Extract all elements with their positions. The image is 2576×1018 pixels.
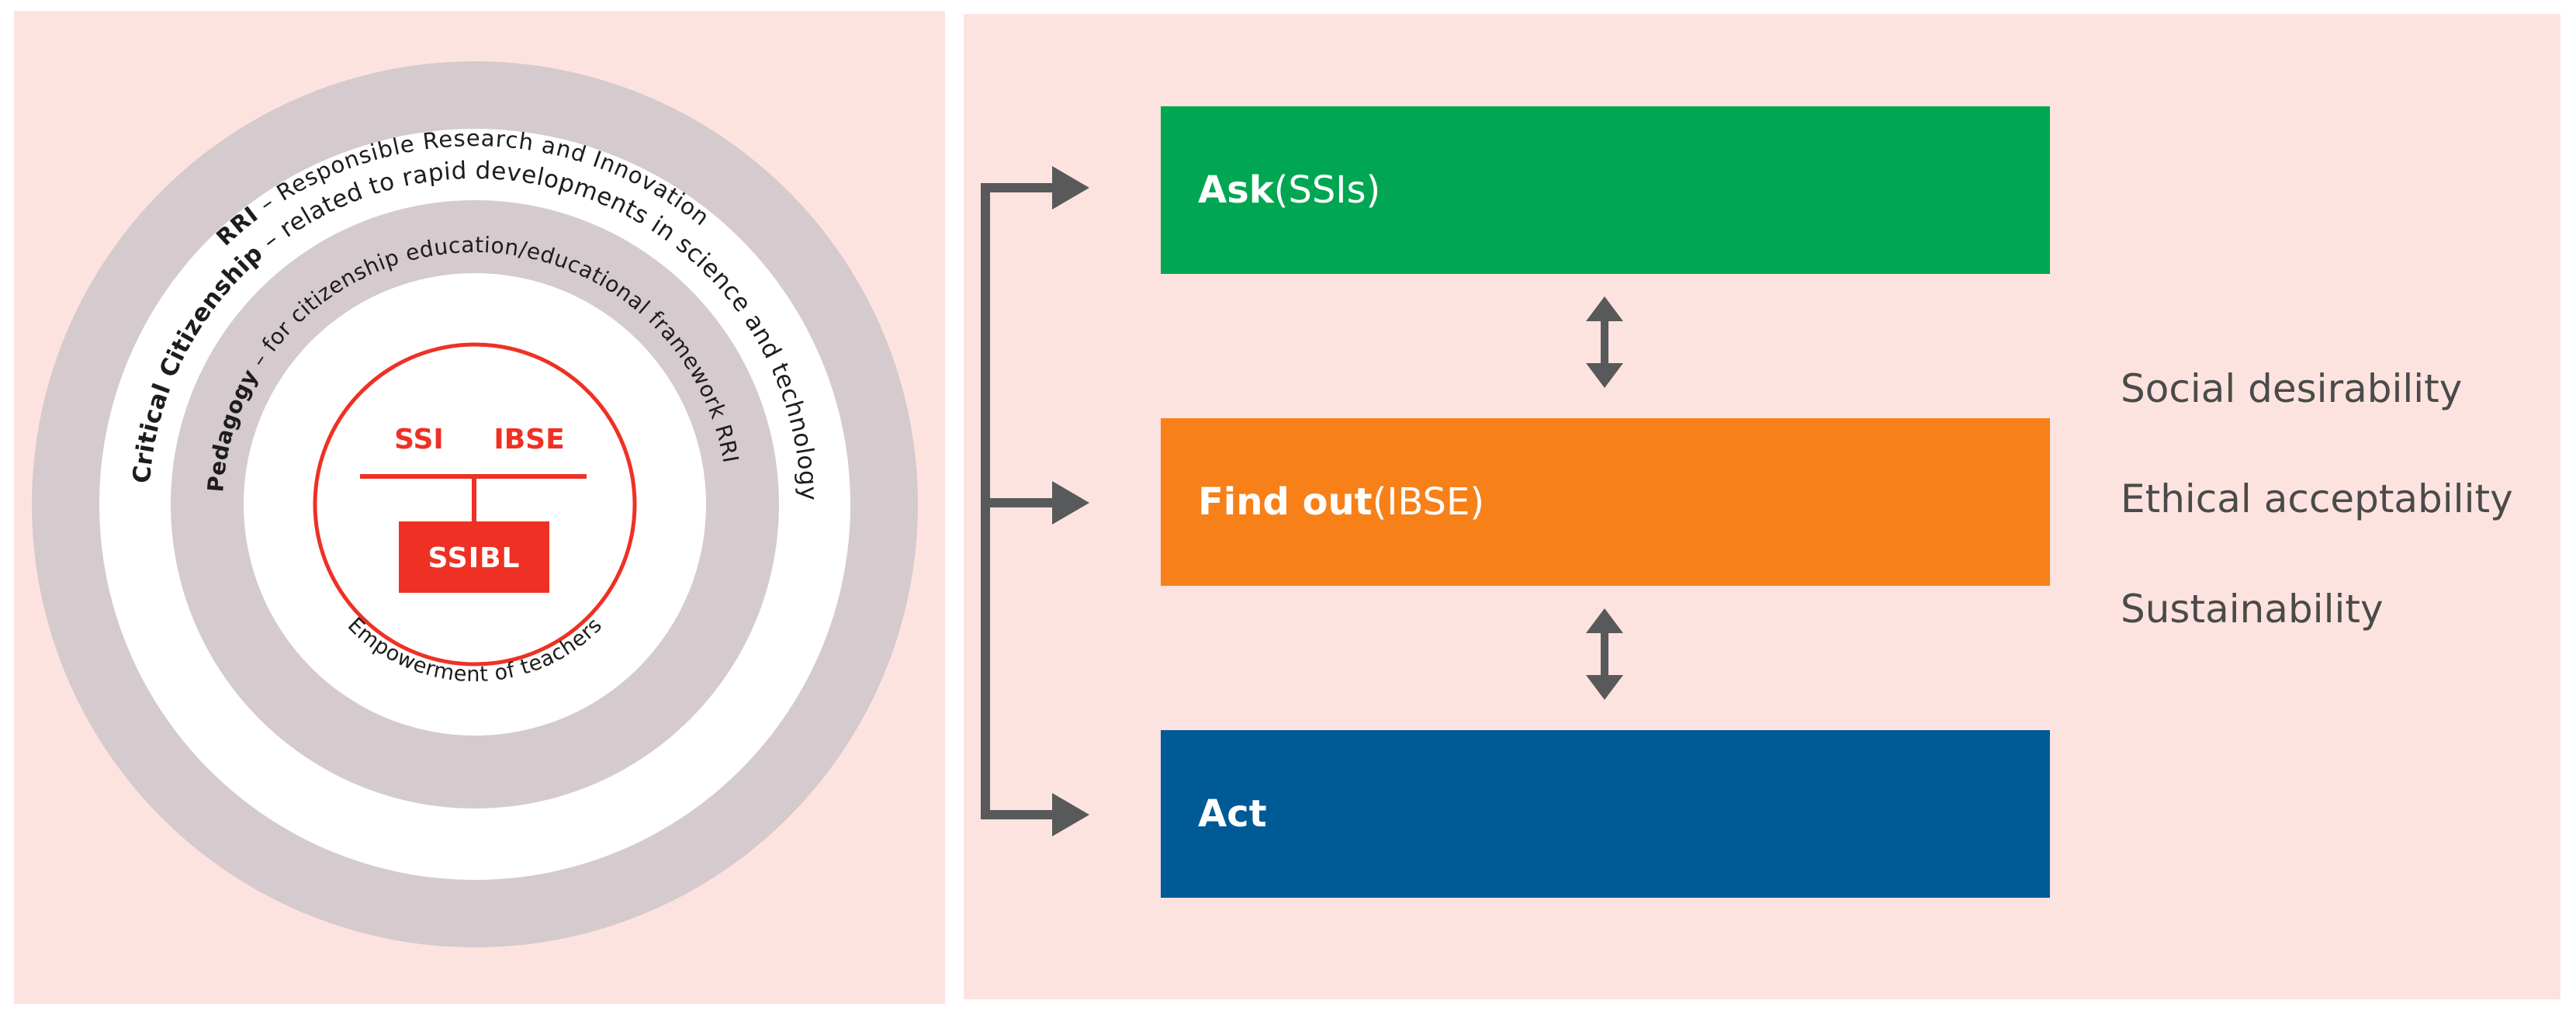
ssi-label: SSI: [394, 424, 444, 455]
ask-find-double-arrow-icon: [1586, 296, 1623, 388]
criterion-ethical-acceptability: Ethical acceptability: [2121, 476, 2513, 521]
arrow-to-ask-icon: [1052, 166, 1089, 209]
criterion-social-desirability: Social desirability: [2121, 366, 2463, 411]
ask-label-detail: (SSIs): [1273, 168, 1381, 212]
ask-box: Ask (SSIs): [1161, 106, 2050, 274]
ibse-label: IBSE: [493, 424, 564, 455]
flow-bracket: [981, 166, 1089, 836]
find-out-box: Find out (IBSE): [1161, 418, 2050, 586]
arrow-to-act-icon: [1052, 793, 1089, 836]
ssibl-label: SSIBL: [428, 542, 520, 574]
ssibl-core-circle: [313, 342, 637, 667]
ask-label: Ask: [1198, 168, 1274, 212]
find-out-label-detail: (IBSE): [1372, 480, 1485, 524]
act-label: Act: [1198, 792, 1267, 836]
find-act-double-arrow-icon: [1586, 608, 1623, 700]
act-box: Act: [1161, 730, 2050, 898]
arrow-to-find-out-icon: [1052, 481, 1089, 525]
ssibl-box: [399, 521, 549, 593]
criterion-sustainability: Sustainability: [2121, 587, 2384, 632]
find-out-label: Find out: [1198, 480, 1373, 524]
